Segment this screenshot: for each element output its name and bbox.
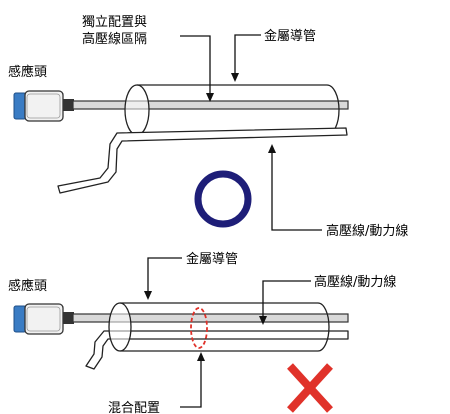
bottom-sensor-body (24, 303, 64, 335)
top-sensor-cable (72, 100, 349, 110)
bottom-panel: 感應頭 金屬導管 高壓線/動力線 混合配置 (8, 251, 396, 414)
top-power-arrowhead (268, 144, 276, 153)
top-separate-arrowhead (206, 93, 214, 102)
bottom-power-arrowhead (259, 316, 267, 325)
top-sensor-head (13, 90, 74, 122)
top-label-separate-line1: 獨立配置與 (82, 15, 147, 30)
top-label-separate-line2: 高壓線區隔 (82, 31, 147, 47)
bottom-label-mixed: 混合配置 (108, 401, 160, 414)
top-conduit-leader (234, 34, 261, 79)
top-conduit-left-end (124, 84, 150, 136)
top-separate-leader (180, 35, 211, 99)
circle-icon (194, 170, 252, 228)
bottom-mixed-leader (180, 355, 202, 408)
bottom-label-power-line: 高壓線/動力線 (314, 274, 396, 290)
top-conduit-right-end (326, 84, 340, 136)
bottom-conduit-left-end (108, 302, 132, 352)
cross-icon (287, 363, 333, 413)
top-sensor-body (24, 90, 64, 122)
bottom-sensor-neck (63, 312, 74, 324)
top-conduit-arrowhead (231, 73, 239, 82)
top-power-leader (271, 147, 322, 231)
bottom-conduit-leader (147, 257, 182, 297)
bottom-label-sensor-head: 感應頭 (8, 278, 47, 294)
top-sensor-cap (13, 92, 27, 120)
bottom-power-leader (262, 280, 311, 322)
top-sensor-neck (63, 99, 74, 111)
top-label-metal-conduit: 金屬導管 (264, 28, 316, 44)
bottom-conduit-right-end (317, 302, 330, 352)
bottom-mixed-arrowhead (197, 352, 205, 361)
bottom-metal-conduit (108, 302, 330, 352)
top-metal-conduit (124, 84, 340, 136)
top-power-line (57, 127, 348, 194)
bottom-sensor-cap (13, 305, 27, 333)
bottom-sensor-inner (26, 306, 61, 332)
mixed-highlight-ellipse (190, 307, 208, 349)
bottom-conduit-arrowhead (144, 291, 152, 300)
bottom-label-metal-conduit: 金屬導管 (186, 251, 238, 267)
bottom-sensor-cable (72, 313, 349, 323)
top-label-power-line: 高壓線/動力線 (326, 223, 408, 239)
top-sensor-inner (26, 93, 61, 119)
bottom-sensor-head (13, 303, 74, 335)
top-panel: 感應頭 獨立配置與 高壓線區隔 金屬導管 高壓線/動力線 (8, 15, 408, 239)
top-label-sensor-head: 感應頭 (8, 64, 47, 80)
